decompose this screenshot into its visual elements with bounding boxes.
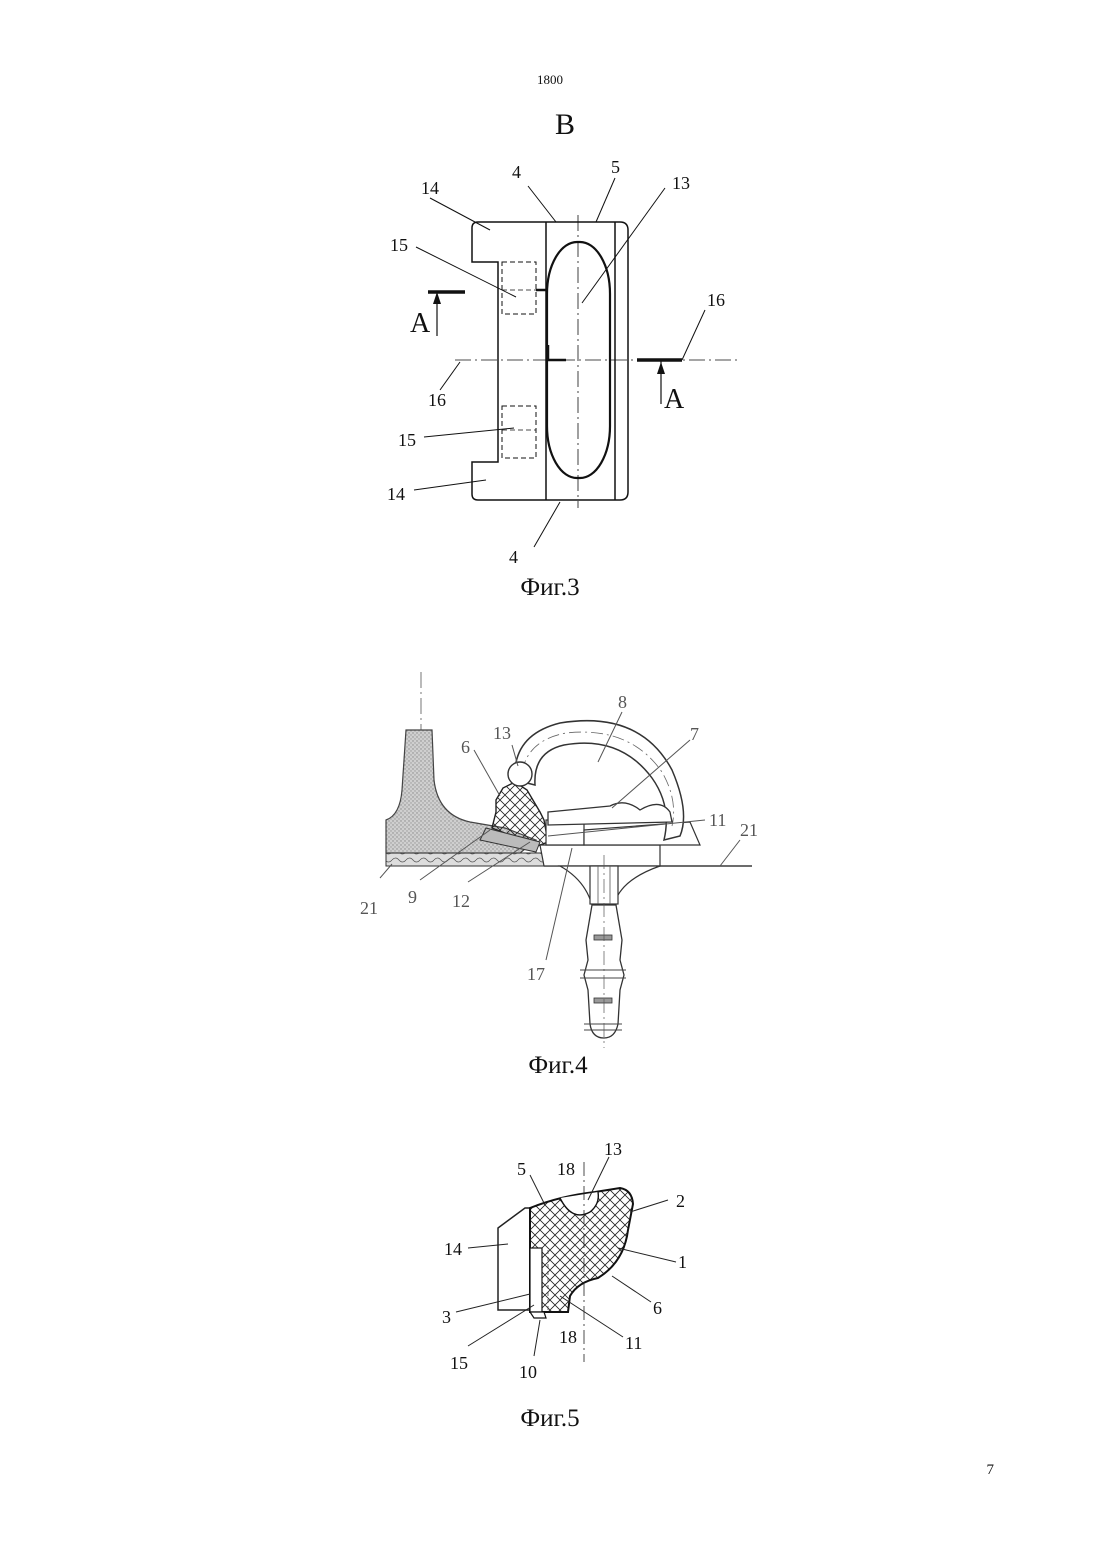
fig5-caption: Фиг.5 [0,1405,1100,1433]
fig3-label-5: 5 [611,157,620,177]
fig4-label-7: 7 [690,724,699,744]
fig3-label-15: 15 [390,235,408,255]
fig5-label-18-lower: 18 [559,1327,577,1347]
fig5-label-10: 10 [519,1362,537,1382]
fig3-label-15-lower: 15 [398,430,416,450]
fig3-label-4: 4 [512,162,521,182]
fig5-label-6: 6 [653,1298,662,1318]
fig4-label-21-left: 21 [360,898,378,918]
fig3-section-a-right: A [664,384,685,415]
fig4-label-8: 8 [618,692,627,712]
fig3-section-a-left: A [410,308,431,339]
fig5-label-5: 5 [517,1159,526,1179]
fig5-label-11: 11 [625,1333,642,1353]
fig3-label-13: 13 [672,173,690,193]
fig3-label-14-lower: 14 [387,484,405,504]
fig4-label-6: 6 [461,737,470,757]
fig4-label-12: 12 [452,891,470,911]
fig3-label-4-lower: 4 [509,547,518,567]
fig3-label-14: 14 [421,178,439,198]
fig4-caption: Фиг.4 [8,1052,1100,1080]
fig4-label-13: 13 [493,723,511,743]
fig5-label-14: 14 [444,1239,462,1259]
fig4-label-9: 9 [408,887,417,907]
fig5-label-15: 15 [450,1353,468,1373]
fig5-label-1: 1 [678,1252,687,1272]
page-number: 7 [987,1462,995,1479]
fig5-label-13: 13 [604,1139,622,1159]
fig3-caption: Фиг.3 [0,574,1100,602]
fig5-label-18: 18 [557,1159,575,1179]
fig4-label-21-right: 21 [740,820,758,840]
fig5-label-3: 3 [442,1307,451,1327]
fig3-label-16-lower: 16 [428,390,446,410]
fig4-label-11: 11 [709,810,726,830]
figure-3 [414,178,740,547]
fig5-label-2: 2 [676,1191,685,1211]
fig3-label-16: 16 [707,290,725,310]
fig4-label-17: 17 [527,964,545,984]
